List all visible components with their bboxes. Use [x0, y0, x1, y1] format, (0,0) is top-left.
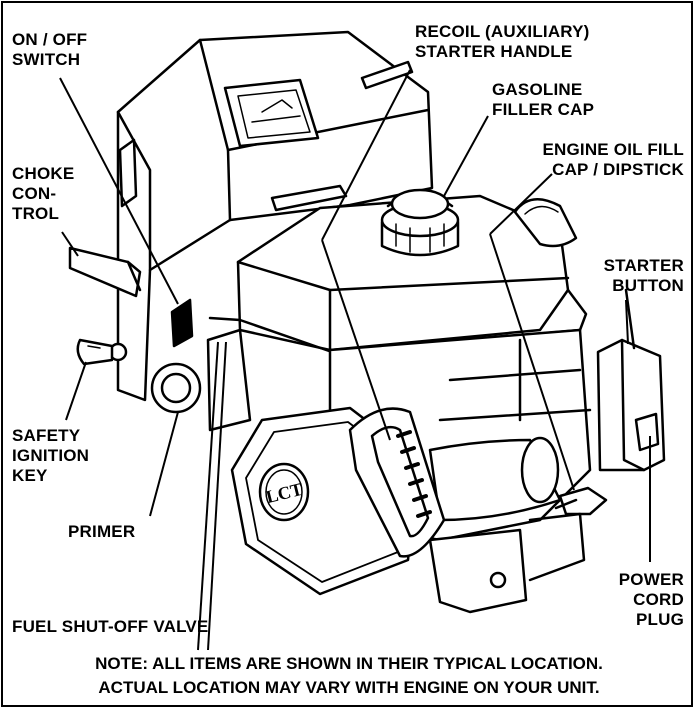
leader-lines [59, 69, 651, 651]
gasoline-filler-cap [380, 188, 460, 257]
leader-oil-fill-b [489, 233, 575, 491]
leader-safety-ignition-key [65, 361, 87, 421]
label-recoil-starter-handle: RECOIL (AUXILIARY) STARTER HANDLE [415, 22, 590, 61]
leader-fuel-shutoff-valve-2 [207, 341, 227, 651]
location-note: NOTE: ALL ITEMS ARE SHOWN IN THEIR TYPIC… [0, 652, 698, 700]
engine-shroud [116, 30, 434, 402]
leader-gasoline-filler-cap [443, 115, 489, 197]
label-fuel-shutoff-valve: FUEL SHUT-OFF VALVE [12, 617, 209, 636]
leader-recoil-handle-b [321, 239, 391, 441]
primer-bulb [150, 362, 202, 414]
electric-starter [596, 288, 666, 472]
label-choke-control: CHOKE CON- TROL [12, 164, 75, 223]
note-line-1: NOTE: ALL ITEMS ARE SHOWN IN THEIR TYPIC… [95, 654, 603, 673]
leader-recoil-handle-a [321, 69, 411, 241]
leader-starter-button [625, 299, 629, 345]
label-on-off-switch: ON / OFF SWITCH [12, 30, 88, 69]
muffler [428, 436, 562, 522]
lct-logo: LCT [258, 462, 310, 522]
note-line-2: ACTUAL LOCATION MAY VARY WITH ENGINE ON … [98, 678, 600, 697]
label-starter-button: STARTER BUTTON [603, 256, 684, 295]
leader-choke-control [61, 231, 79, 257]
oil-fill-cap-top [513, 198, 578, 248]
leader-fuel-shutoff-valve-1 [197, 341, 219, 651]
label-power-cord-plug: POWER CORD PLUG [618, 570, 684, 629]
recoil-handle [348, 407, 446, 558]
leader-oil-fill-a [489, 173, 553, 235]
on-off-switch [170, 298, 194, 348]
leader-primer [149, 411, 179, 517]
leader-on-off-switch [59, 77, 179, 305]
label-primer: PRIMER [68, 522, 136, 541]
label-gasoline-filler-cap: GASOLINE FILLER CAP [492, 80, 595, 119]
engine-base [206, 328, 586, 614]
label-engine-oil-fill-cap: ENGINE OIL FILL CAP / DIPSTICK [542, 140, 684, 179]
label-safety-ignition-key: SAFETY IGNITION KEY [12, 426, 90, 485]
instruction-decal [223, 78, 320, 148]
ignition-key [76, 338, 128, 366]
dipstick [554, 486, 608, 516]
choke-lever [68, 246, 142, 298]
